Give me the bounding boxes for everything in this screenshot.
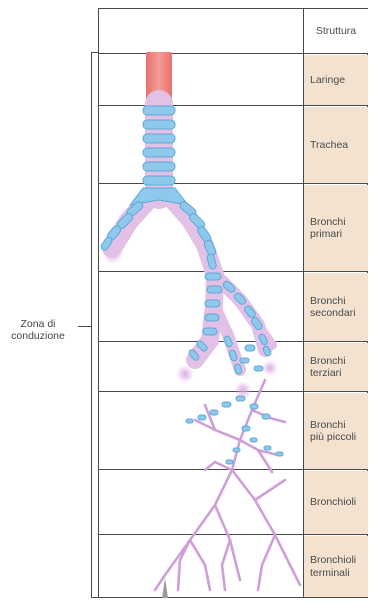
bronchiole-branches <box>155 380 300 590</box>
terminal-pointer <box>162 578 168 598</box>
bronchi-lumen <box>112 104 272 370</box>
